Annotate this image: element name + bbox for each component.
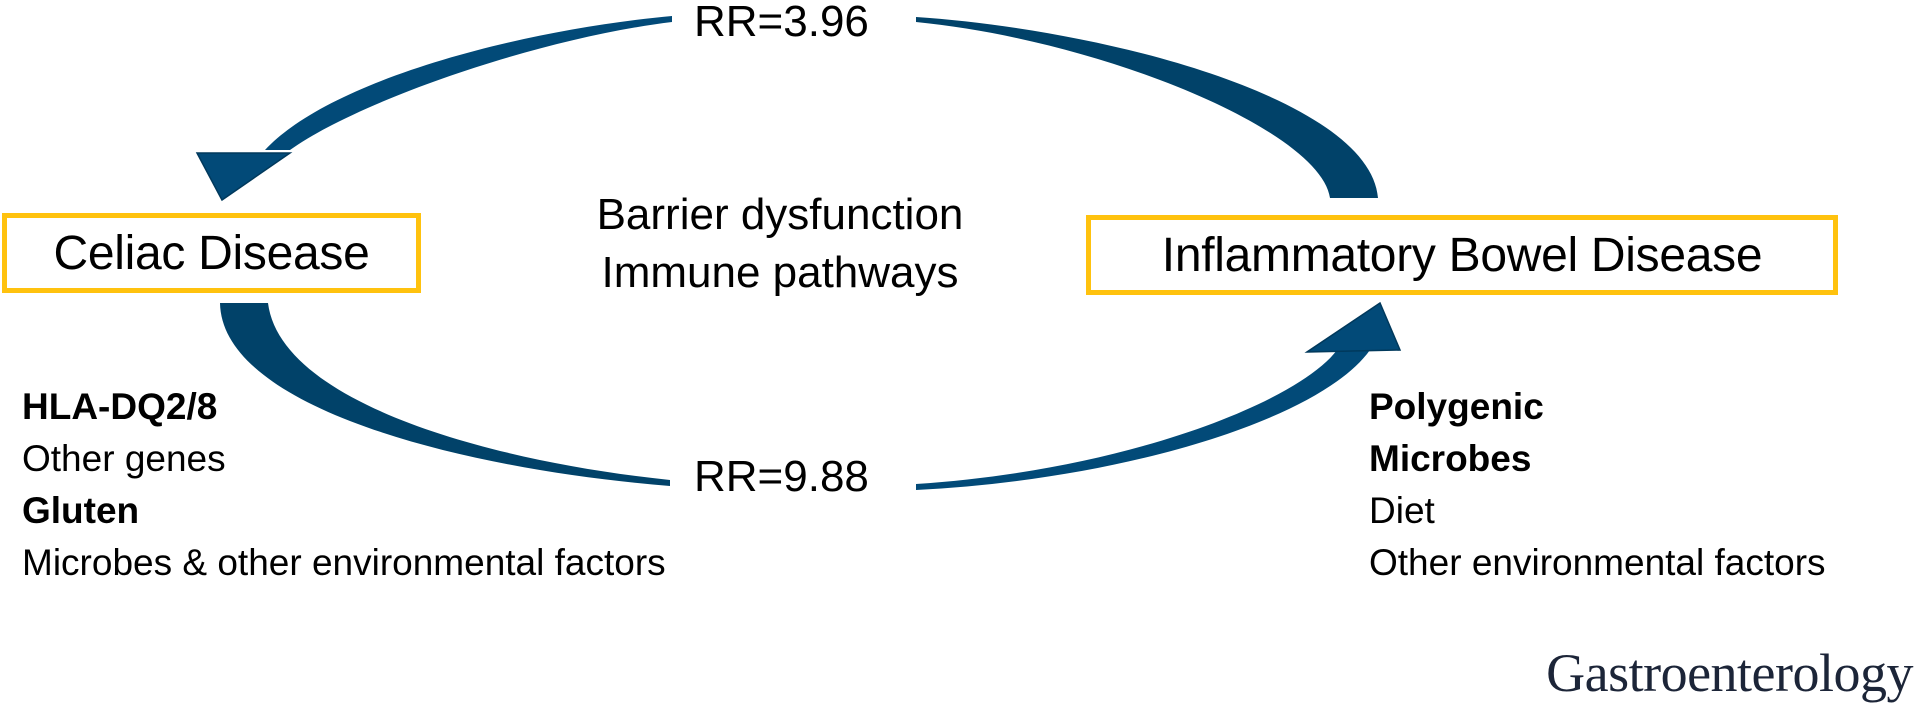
celiac-disease-node: Celiac Disease — [2, 213, 421, 293]
celiac-factor-item: Microbes & other environmental factors — [22, 542, 666, 583]
arrow-ibd-to-celiac-head — [195, 152, 293, 202]
celiac-disease-label: Celiac Disease — [53, 226, 370, 280]
mechanism-item: Immune pathways — [601, 248, 959, 297]
celiac-risk-factors: HLA-DQ2/8 Other genes Gluten Microbes & … — [22, 381, 666, 589]
rr-label-celiac-to-ibd: RR=9.88 — [694, 452, 869, 501]
ibd-factor-item: Microbes — [1369, 438, 1532, 479]
mechanism-item: Barrier dysfunction — [596, 190, 964, 239]
celiac-factor-item: Other genes — [22, 438, 226, 479]
ibd-node: Inflammatory Bowel Disease — [1086, 215, 1838, 295]
ibd-factor-item: Diet — [1369, 490, 1435, 531]
ibd-factor-item: Polygenic — [1369, 386, 1544, 427]
arrow-ibd-to-celiac-left-body — [265, 16, 672, 150]
journal-logo: Gastroenterology — [1546, 643, 1913, 703]
celiac-factor-item: HLA-DQ2/8 — [22, 386, 218, 427]
arrow-ibd-to-celiac-right-tail — [916, 17, 1378, 198]
ibd-label: Inflammatory Bowel Disease — [1161, 228, 1763, 282]
ibd-risk-factors: Polygenic Microbes Diet Other environmen… — [1369, 381, 1826, 589]
arrow-celiac-to-ibd-right-body — [916, 350, 1370, 490]
arrow-celiac-to-ibd-head — [1304, 301, 1402, 353]
arrow-celiac-to-ibd-left-tail — [220, 303, 670, 486]
ibd-factor-item: Other environmental factors — [1369, 542, 1826, 583]
shared-mechanisms: Barrier dysfunction Immune pathways — [560, 186, 1000, 302]
celiac-factor-item: Gluten — [22, 490, 140, 531]
rr-label-ibd-to-celiac: RR=3.96 — [694, 0, 869, 46]
